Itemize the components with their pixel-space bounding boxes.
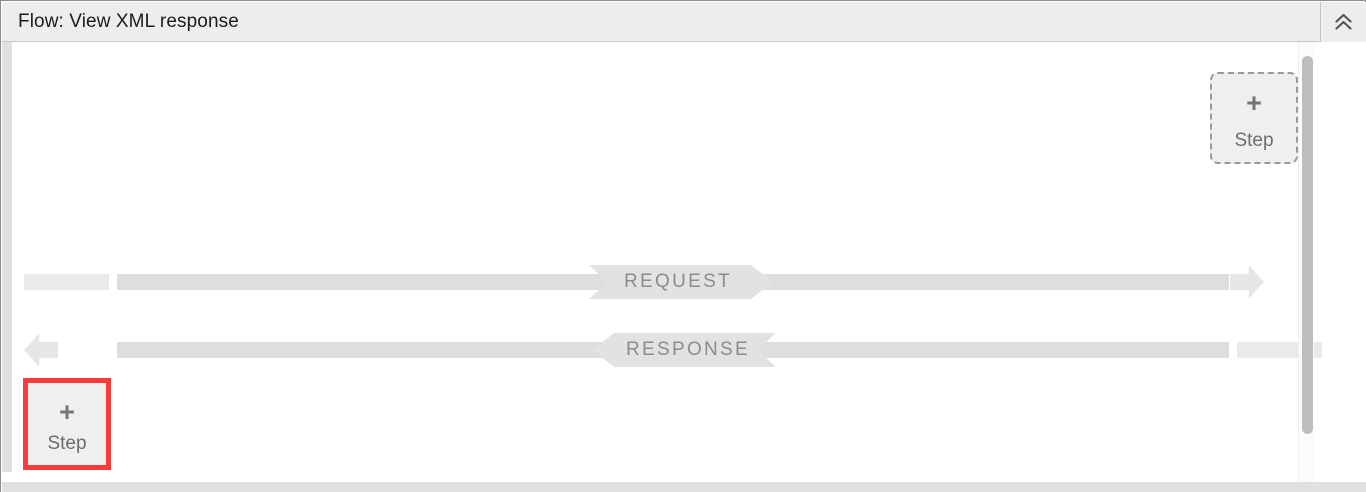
request-arrowhead-right bbox=[1230, 265, 1264, 299]
flow-row-response: RESPONSE bbox=[12, 333, 1334, 367]
response-arrowhead-left bbox=[24, 333, 58, 367]
panel-title: Flow: View XML response bbox=[18, 11, 239, 32]
flow-canvas-area: + Step REQUEST RESPONSE bbox=[2, 42, 1366, 492]
selected-step-inner: + Step bbox=[28, 383, 106, 465]
add-step-plus-icon: + bbox=[1246, 88, 1262, 118]
titlebar-divider bbox=[1320, 2, 1321, 42]
bottom-gutter bbox=[2, 482, 1366, 492]
flow-canvas[interactable]: + Step REQUEST RESPONSE bbox=[12, 42, 1334, 482]
request-label-banner: REQUEST bbox=[589, 265, 773, 299]
request-stub-left bbox=[24, 274, 109, 290]
flow-row-request: REQUEST bbox=[12, 265, 1334, 299]
vertical-scrollbar-thumb[interactable] bbox=[1302, 56, 1313, 434]
add-step-label: Step bbox=[1234, 130, 1274, 151]
vertical-scrollbar-track[interactable] bbox=[1298, 42, 1314, 482]
selected-step-button[interactable]: + Step bbox=[23, 378, 111, 470]
selected-step-plus-icon: + bbox=[59, 397, 75, 427]
collapse-panel-button[interactable] bbox=[1321, 2, 1366, 42]
add-step-button[interactable]: + Step bbox=[1210, 72, 1298, 164]
panel-titlebar: Flow: View XML response bbox=[2, 2, 1366, 42]
selected-step-label: Step bbox=[47, 433, 87, 454]
response-label-banner: RESPONSE bbox=[592, 333, 776, 367]
left-gutter bbox=[2, 42, 12, 472]
